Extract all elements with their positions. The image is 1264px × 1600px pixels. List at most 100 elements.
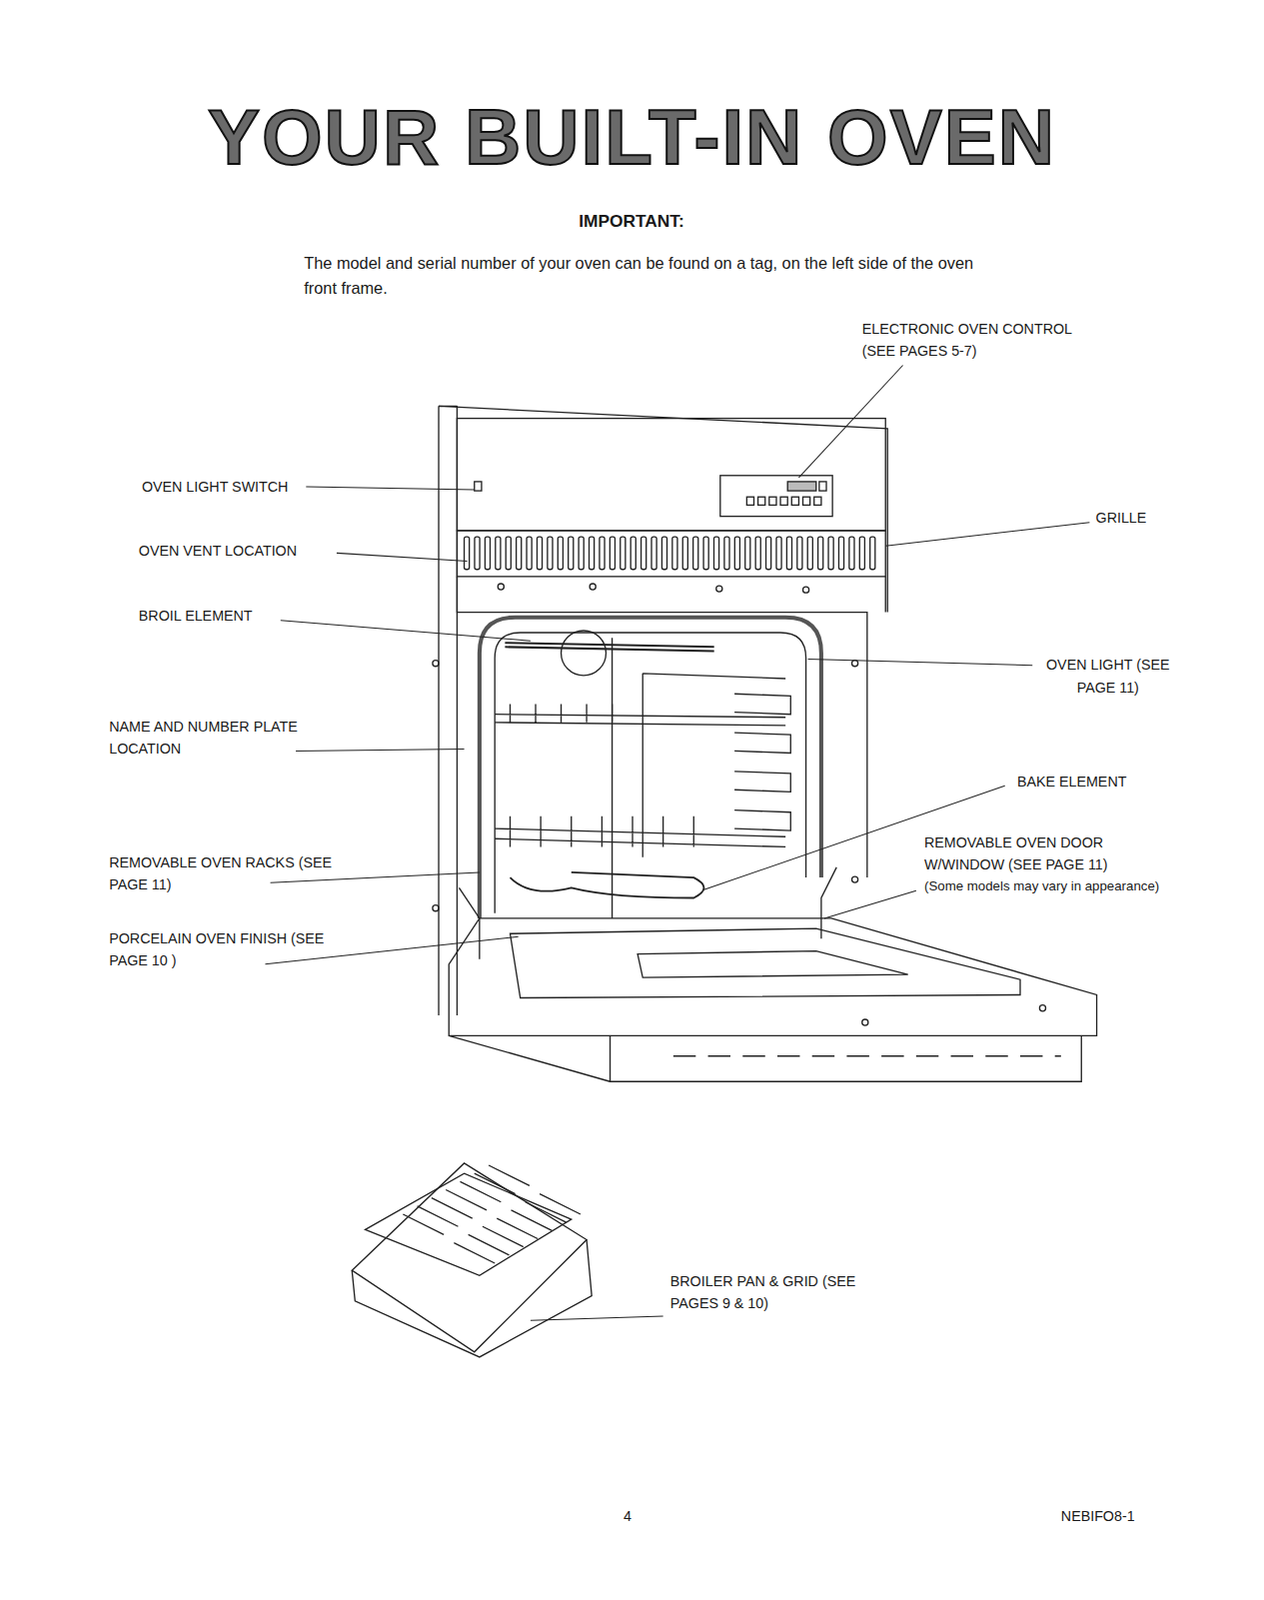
part-label: OVEN LIGHT (SEE PAGE 11) (1036, 653, 1180, 698)
grille-slot (536, 536, 542, 570)
grille-slot (818, 536, 824, 570)
grille-slot (474, 536, 480, 570)
grille-slot (807, 536, 813, 570)
grille-slot (755, 536, 761, 570)
grid-slots (402, 1165, 581, 1264)
oven-rack (494, 703, 786, 847)
frame-edge (438, 405, 457, 408)
grid-slot (511, 1210, 553, 1231)
grille-slot (838, 536, 844, 570)
broiler-pan (351, 1163, 587, 1352)
page-footer: NEBIFO8-1 (1061, 1504, 1174, 1527)
door-screw (862, 1019, 869, 1026)
grille-slot (661, 536, 667, 570)
grid-slot (459, 1181, 501, 1202)
grille-slots (464, 536, 876, 570)
grid-slot (453, 1243, 495, 1264)
grille-slot (547, 536, 553, 570)
part-label: ELECTRONIC OVEN CONTROL (SEE PAGES 5-7) (862, 317, 1108, 362)
grille-slot (578, 536, 584, 570)
grid-slot (402, 1214, 444, 1235)
part-label: PORCELAIN OVEN FINISH (SEE PAGE 10 ) (108, 927, 342, 972)
door-gasket (479, 617, 822, 919)
grid-slot (525, 1202, 567, 1223)
part-label: NAME AND NUMBER PLATE LOCATION (108, 715, 298, 760)
grille-slot (859, 536, 865, 570)
control-panel (456, 418, 886, 531)
grille-slot (870, 536, 876, 570)
part-label: REMOVABLE OVEN DOOR W/WINDOW (SEE PAGE 1… (924, 831, 1180, 876)
grille-slot (526, 536, 532, 570)
notice-text: The model and serial number of your oven… (303, 250, 983, 302)
grille-slot (516, 536, 522, 570)
grid-slot (539, 1194, 581, 1215)
grid-slot (431, 1198, 473, 1219)
oven-frame (438, 405, 888, 1016)
part-label: BAKE ELEMENT (1017, 770, 1181, 793)
broil-element (504, 642, 714, 651)
broiler-pan-side (351, 1240, 592, 1357)
grille-slot (745, 536, 751, 570)
grid-slot (482, 1226, 524, 1247)
grille (456, 530, 886, 577)
grille-slot (703, 536, 709, 570)
page-footer: 4 (612, 1504, 644, 1527)
part-label: OVEN VENT LOCATION (138, 539, 343, 562)
grille-slot (828, 536, 834, 570)
grid-slot (496, 1218, 538, 1239)
grille-slot (495, 536, 501, 570)
grille-slot (568, 536, 574, 570)
grille-slot (766, 536, 772, 570)
notice-heading: IMPORTANT: (468, 207, 796, 235)
grille-slot (609, 536, 615, 570)
part-label: (Some models may vary in appearance) (924, 876, 1165, 898)
door-edge (448, 1035, 1082, 1082)
grille-slot (484, 536, 490, 570)
grille-slot (797, 536, 803, 570)
part-label: BROIL ELEMENT (138, 604, 343, 627)
grid-slot (417, 1206, 459, 1227)
light-switch (474, 481, 482, 491)
grille-slot (589, 536, 595, 570)
grid-slot (445, 1189, 487, 1210)
part-label: REMOVABLE OVEN RACKS (SEE PAGE 11) (108, 851, 354, 896)
cavity-back (612, 637, 787, 919)
door-inner (510, 928, 1022, 998)
part-label: OVEN LIGHT SWITCH (141, 475, 346, 498)
grille-slot (557, 536, 563, 570)
broiler-grid (365, 1173, 572, 1275)
control-display (720, 475, 833, 517)
grille-slot (641, 536, 647, 570)
door-screw (1039, 1005, 1046, 1012)
grille-slot (734, 536, 740, 570)
grille-slot (786, 536, 792, 570)
grille-slot (620, 536, 626, 570)
door-window (637, 951, 909, 979)
grille-slot (724, 536, 730, 570)
oven-light (561, 630, 607, 676)
door-hinge (458, 867, 837, 960)
grid-slot (474, 1173, 516, 1194)
grille-slot (682, 536, 688, 570)
grille-slot (713, 536, 719, 570)
door-trim (673, 1055, 1062, 1057)
grid-slot (468, 1234, 510, 1255)
grille-slot (630, 536, 636, 570)
bake-element (510, 872, 705, 899)
oven-door (448, 918, 1097, 1036)
grille-slot (849, 536, 855, 570)
grille-slot (599, 536, 605, 570)
display-window (787, 481, 817, 491)
grille-slot (776, 536, 782, 570)
grille-slot (651, 536, 657, 570)
grille-slot (693, 536, 699, 570)
grille-slot (505, 536, 511, 570)
page-title: YOUR BUILT-IN OVEN (0, 91, 1264, 183)
control-keys (746, 496, 822, 505)
control-key (819, 481, 827, 491)
part-label: BROILER PAN & GRID (SEE PAGES 9 & 10) (670, 1269, 870, 1314)
grille-slot (672, 536, 678, 570)
grid-slot (488, 1165, 530, 1186)
grille-slot (464, 536, 470, 570)
